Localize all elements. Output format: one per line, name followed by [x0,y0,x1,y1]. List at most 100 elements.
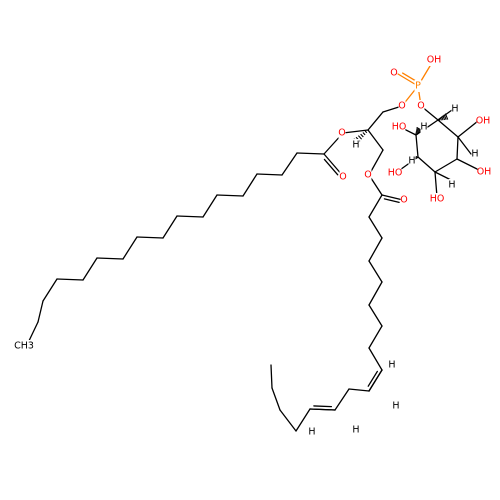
glycerol-stereo-hash [362,132,366,136]
atom-label-background [398,100,406,112]
ring-h-bond [457,136,472,155]
stearoyl-chain-bond [37,300,44,323]
atom-label-background [388,359,396,371]
inositol-ring-bond [415,134,419,158]
atom-label-background [392,400,400,412]
atom-label-background [400,194,408,206]
ring-stereo-hash [415,131,419,135]
ring-stereo-hash [415,132,418,136]
cis-double-bond-1 [368,369,383,392]
atom-label-background [308,426,316,438]
atom-label-o-ester1: O [338,128,345,139]
atom-label-h-r2: H [471,149,478,160]
linoleoyl-chain-bond [334,388,350,411]
linoleoyl-chain-bond [295,408,311,432]
atom-label-background [392,121,406,133]
atom-label-background [420,121,428,133]
atom-label-background [339,171,347,183]
glycerol-stereo-hash [364,130,368,134]
atom-label-h-r3: H [448,180,455,191]
stearoyl-chain-bond [202,194,218,218]
stearoyl-chain-bond [122,236,138,260]
atom-label-ho-r6: HO [388,168,403,179]
ring-stereo-hash [444,113,449,120]
stearoyl-chain-bond [96,257,124,260]
cis-double-bond-1-second [367,370,378,387]
ring-hydroxyl-bond [434,171,438,198]
atom-label-h-db1b: H [392,401,399,412]
atom-label-o-dbl-p: O [390,68,397,79]
stearoyl-chain-bond [216,194,244,197]
atom-label-oh-r1: OH [476,116,491,127]
cis-double-bond-2 [309,408,336,411]
phosphoryl-double-bond-second [401,72,418,83]
atom-label-background [477,166,491,178]
ring-stereo-hash [439,117,442,121]
glycerol-bond [367,129,384,151]
atom-label-background [427,54,441,66]
bond-layer [26,65,482,432]
atom-label-ho-r3: HO [392,122,407,133]
stearoyl-chain-bond [176,215,204,218]
atom-label-o-carb1: O [339,172,346,183]
atom-label-background [390,67,398,79]
atom-label-p: P [415,81,421,92]
linoleoyl-chain-bond [368,304,383,327]
ring-hydroxyl-bond [457,120,479,138]
atom-label-o-ring: O [417,101,424,112]
atom-label-background [364,169,372,181]
sn2-ester-bond [342,129,369,134]
atom-label-oh-p: OH [427,55,442,66]
sn2-carbonyl-bond-second [323,158,339,176]
sn1-carbonyl-bond-second [383,198,400,204]
atom-label-background [414,80,422,92]
atom-label-background [408,155,416,167]
atom-label-background [352,139,360,151]
sn1-carbonyl-bond [381,194,404,201]
ring-stereo-hash [442,115,446,121]
glycerol-stereo-hash [357,135,363,140]
ring-stereo-hash [443,114,447,120]
ring-hydroxyl-bond [456,158,482,172]
atom-label-h-r4: H [420,122,427,133]
glycerol-bond [367,111,384,131]
atom-label-background [451,103,459,115]
atom-label-h-db2b: H [352,425,359,436]
linoleoyl-chain-bond [348,388,370,392]
stearoyl-chain-bond [136,236,164,239]
atom-label-background [430,193,444,205]
atom-label-background [417,100,425,112]
linoleoyl-chain-bond [368,260,383,283]
atom-label-background [388,167,402,179]
atom-label-o-carb2: O [400,195,407,206]
atom-label-background [338,127,346,139]
stearoyl-chain-bond [82,257,98,281]
stearoyl-chain-bond [162,215,178,239]
ring-stereo-hash [415,155,418,159]
linoleoyl-chain-bond [368,325,383,349]
atom-label-h-gly: H [352,140,359,151]
stearoyl-chain-bond [256,173,283,176]
linoleoyl-chain-bond [271,387,281,411]
ring-h-bond [434,171,452,181]
ring-stereo-hash [441,116,444,121]
atom-label-background [448,179,456,191]
linoleoyl-chain-bond [279,409,297,432]
glycerol-stereo-hash [360,133,364,138]
linoleoyl-chain-bond [368,281,383,306]
ring-stereo-hash [416,128,422,132]
linoleoyl-chain-bond [270,364,273,389]
inositol-ring-bond [434,158,458,173]
atom-label-o-ester2: O [364,170,371,181]
stearoyl-chain-bond [242,173,258,197]
atom-label-oh-r2: OH [477,167,492,178]
atom-label-background [476,115,490,127]
stearoyl-chain-bond [56,278,84,281]
ring-h-bond [437,109,453,121]
atom-label-background [352,424,360,436]
atom-label-h-db1a: H [388,360,395,371]
atom-label-ho-r5: HO [430,194,445,205]
atom-label-h-db2a: H [308,427,315,438]
